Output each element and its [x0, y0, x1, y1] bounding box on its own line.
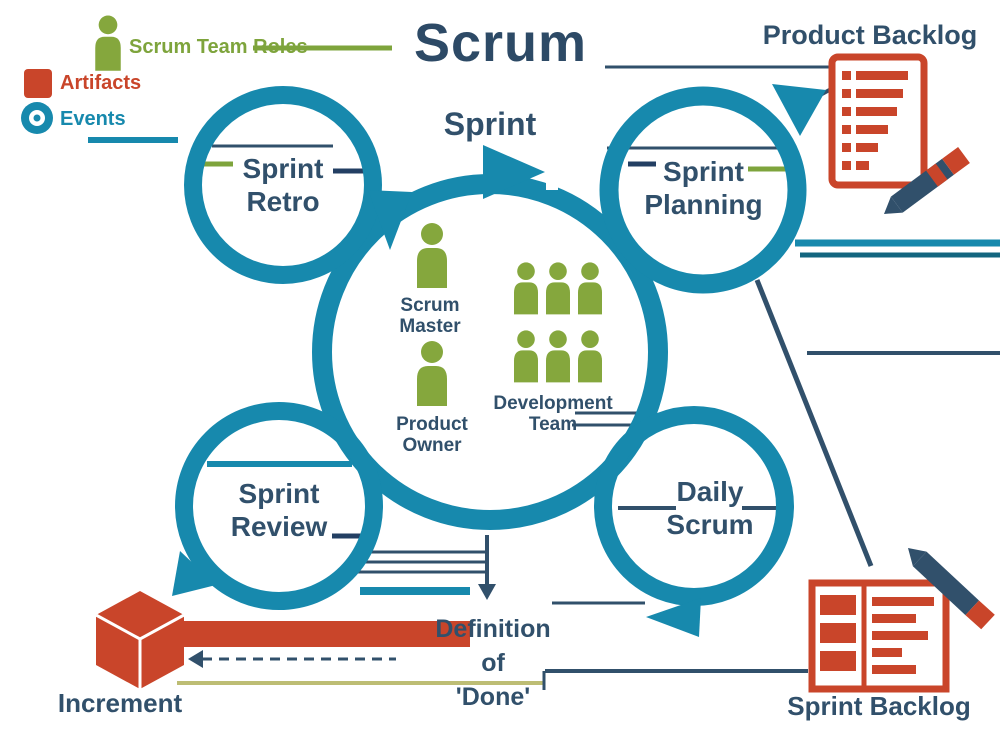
daily-scrum-label: Daily Scrum	[630, 475, 790, 541]
sprint-center-ring	[312, 145, 668, 530]
product-backlog-icon	[828, 53, 928, 189]
sprint-review-ring	[172, 402, 383, 610]
sprint-review-label-line2: Review	[230, 511, 328, 542]
development-team-label-line2: Team	[528, 414, 578, 435]
daily-scrum-ring	[594, 406, 794, 637]
legend-artifact-square-icon	[24, 69, 52, 98]
scrum-master-label: Scrum Master	[355, 295, 505, 337]
legend-label-artifacts: Artifacts	[60, 72, 142, 94]
scrum-master-label-line2: Master	[399, 316, 461, 337]
sprint-retro-label-line1: Sprint	[242, 153, 324, 184]
daily-ring-arrowhead	[646, 598, 701, 637]
sprint-label: Sprint	[443, 106, 537, 142]
pencil-icon	[884, 147, 970, 214]
defdone-arrowhead	[478, 584, 496, 600]
legend-person-icon	[95, 15, 121, 71]
product-backlog-label: Product Backlog	[762, 20, 978, 50]
definition-of-done-line1: Definition	[435, 615, 551, 643]
development-team-label-line1: Development	[493, 393, 613, 414]
page-title: Scrum	[413, 13, 588, 73]
connector-lines	[88, 45, 1000, 690]
daily-scrum-label-line1: Daily	[676, 476, 744, 507]
sprint-retro-label: Sprint Retro	[203, 152, 363, 218]
sprint-review-label-line1: Sprint	[238, 478, 320, 509]
dashed-left-arrowhead	[188, 650, 203, 668]
pencil-icon	[908, 548, 995, 630]
sprint-review-label: Sprint Review	[199, 477, 359, 543]
sprint-planning-label-line1: Sprint	[663, 156, 744, 187]
definition-of-done-line3: 'Done'	[455, 683, 531, 711]
product-owner-label-line1: Product	[396, 414, 468, 435]
legend-event-circle-icon	[21, 102, 53, 134]
legend-label-events: Events	[60, 108, 126, 130]
increment-red-bar	[168, 621, 470, 647]
retro-ring-arrowhead	[368, 190, 412, 250]
development-team-icons	[514, 262, 602, 383]
sprint-retro-label-line2: Retro	[246, 186, 320, 217]
product-owner-icon	[417, 341, 447, 406]
backlog-to-sprintbacklog-diagonal	[754, 279, 874, 567]
center-ring-arrowhead	[483, 145, 545, 199]
definition-of-done-label: Definition of 'Done'	[408, 612, 578, 714]
scrum-master-label-line1: Scrum	[400, 295, 460, 316]
definition-of-done-line2: of	[481, 649, 505, 677]
daily-scrum-label-line2: Scrum	[666, 509, 754, 540]
sprint-backlog-icon	[808, 579, 950, 693]
development-team-label: Development Team	[468, 393, 638, 435]
sprint-retro-ring	[184, 86, 412, 284]
increment-label: Increment	[57, 688, 183, 718]
product-owner-label: Product Owner	[357, 414, 507, 456]
sprint-planning-label: Sprint Planning	[611, 155, 796, 221]
increment-cube-icon	[95, 591, 185, 689]
sprint-planning-label-line2: Planning	[644, 189, 763, 220]
sprint-backlog-label: Sprint Backlog	[787, 691, 971, 721]
review-ring-arrowhead	[172, 551, 216, 596]
product-owner-label-line2: Owner	[402, 435, 462, 456]
legend-label-roles: Scrum Team Roles	[129, 36, 308, 58]
sprint-planning-ring	[599, 84, 826, 294]
scrum-master-icon	[417, 223, 447, 288]
planning-ring-arrowhead	[772, 84, 826, 136]
